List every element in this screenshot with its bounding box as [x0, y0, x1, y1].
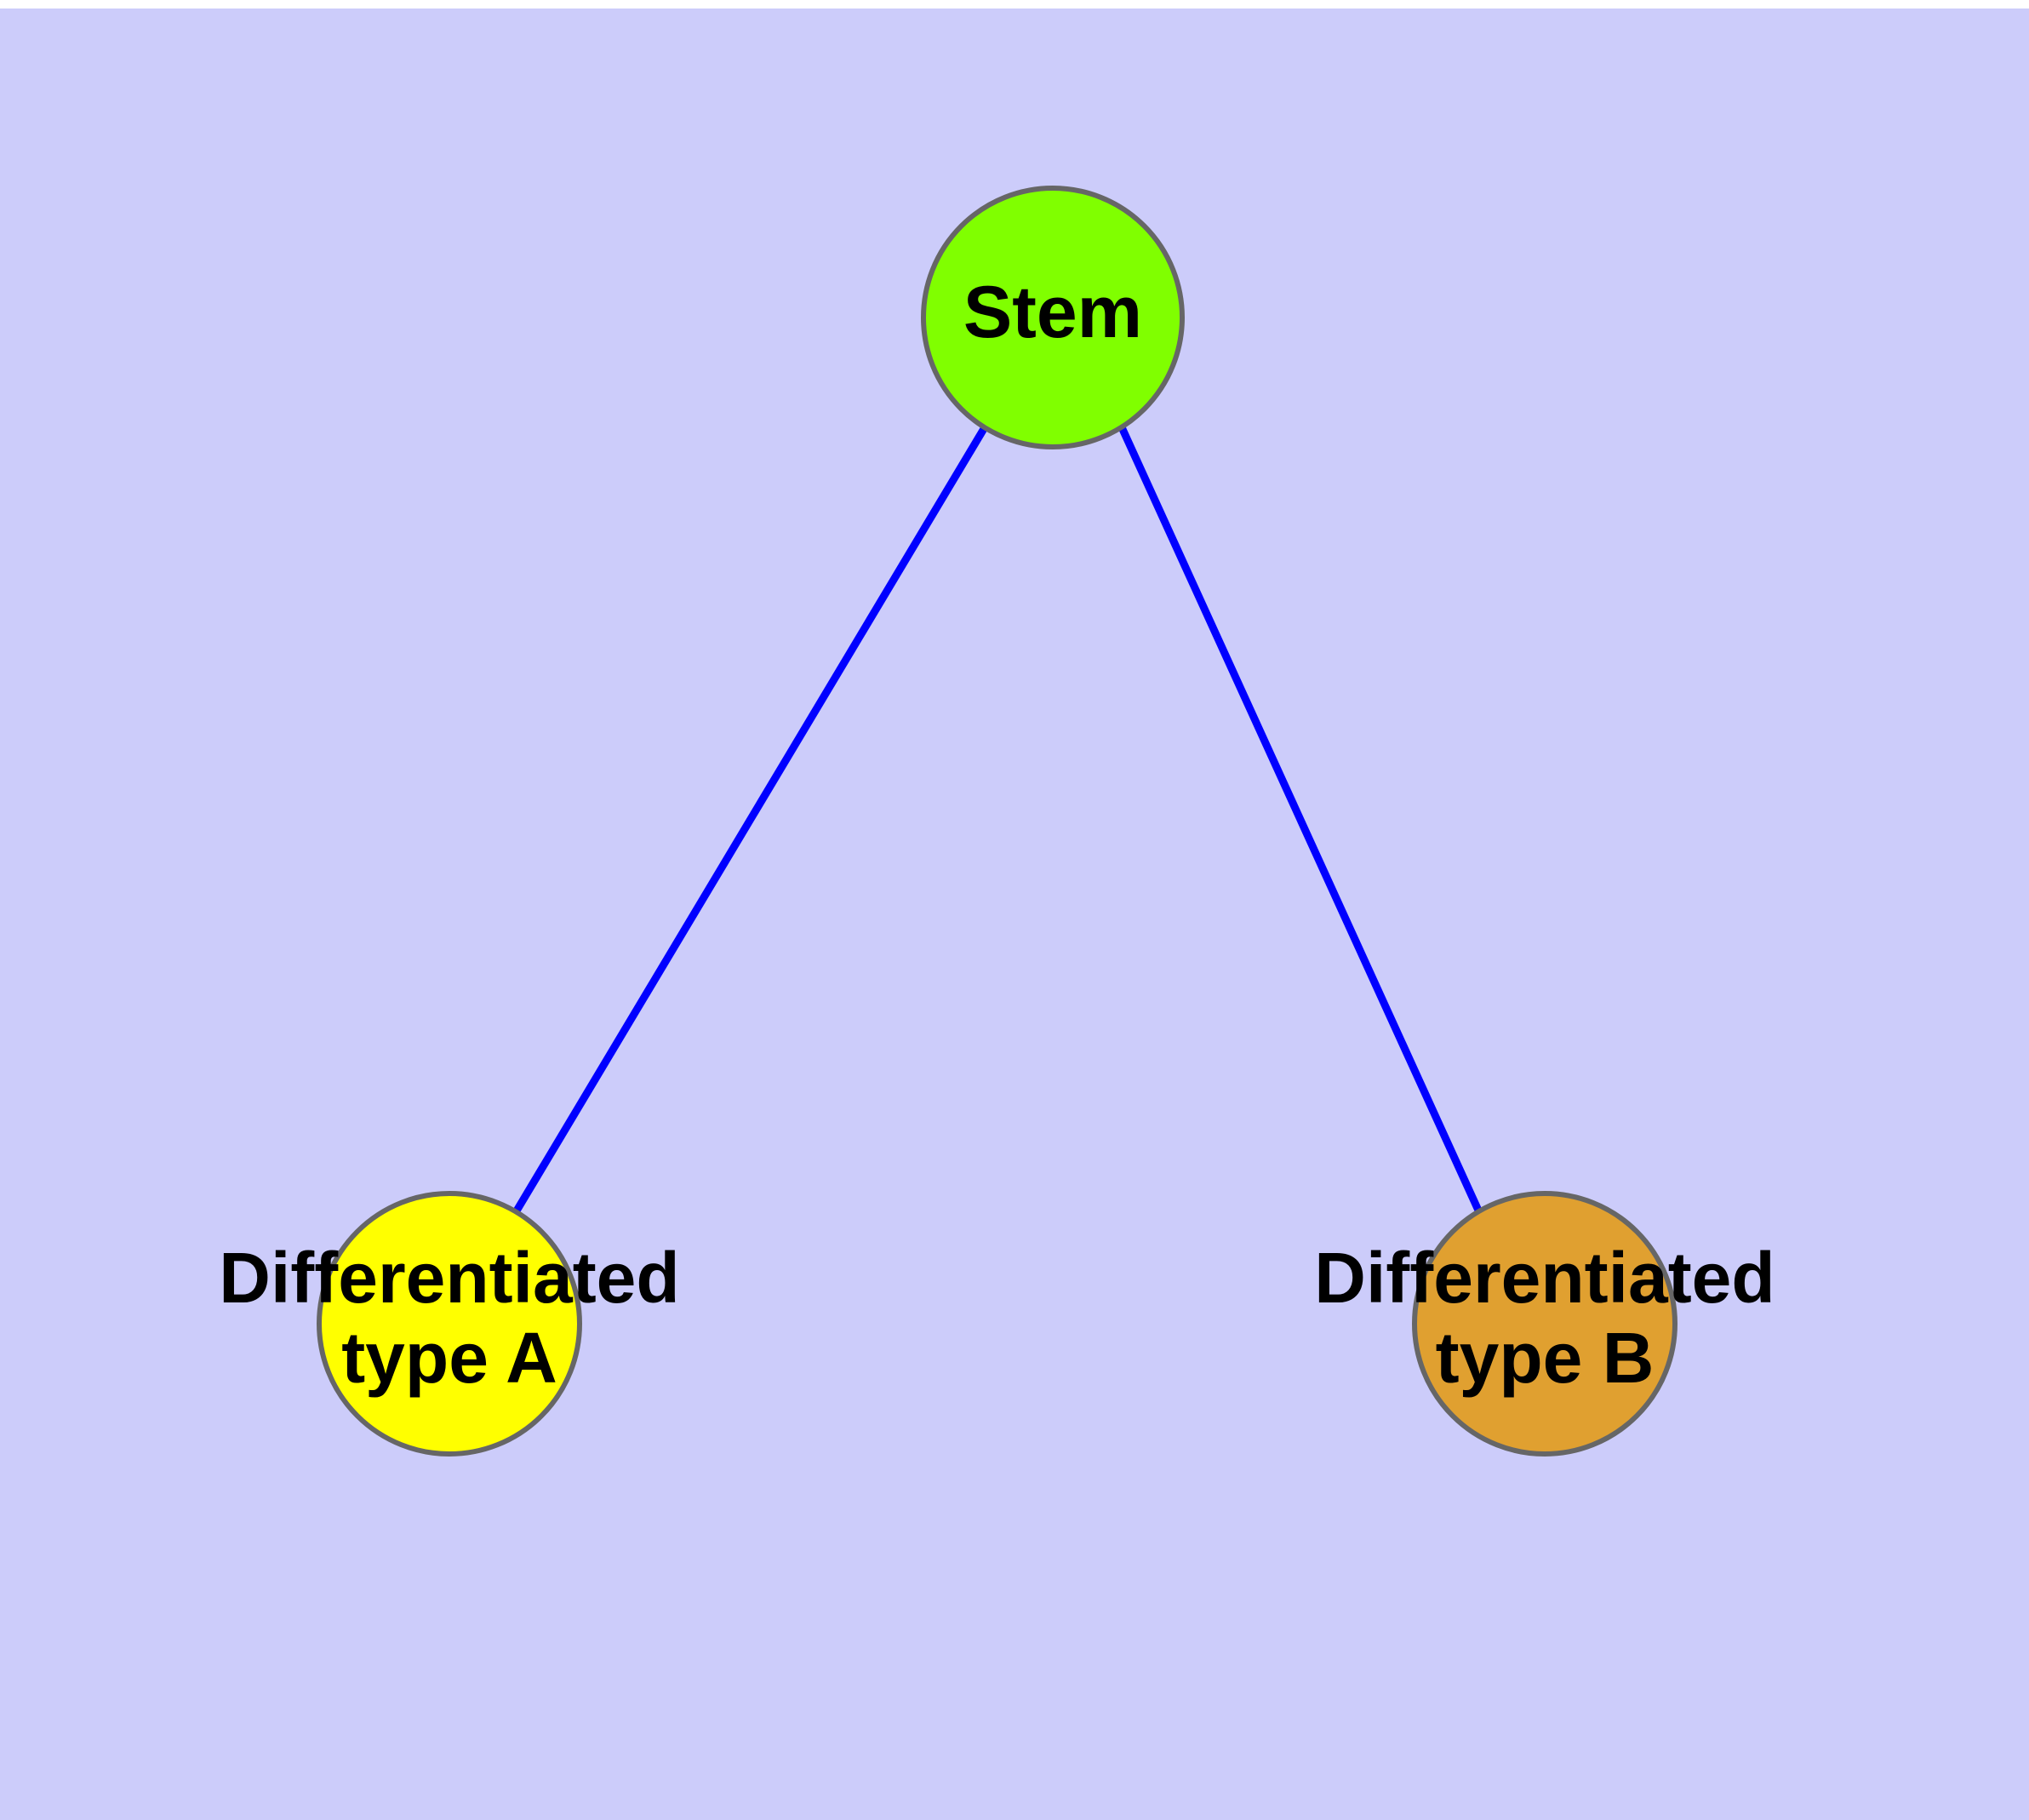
edges-group [512, 425, 1483, 1215]
graph-node-label-stem: Stem [963, 272, 1142, 353]
graph-edge-stem-diff_a [512, 425, 988, 1215]
graph-node-label-line: type A [341, 1318, 557, 1398]
graph-node-label-line: type B [1436, 1318, 1655, 1398]
graph-edge-stem-diff_b [1117, 426, 1483, 1214]
graph-node-label-line: Stem [963, 272, 1142, 353]
nodes-group [317, 186, 1677, 1457]
graph-node-diff_a[interactable] [317, 1191, 582, 1457]
graph-node-diff_b[interactable] [1412, 1191, 1677, 1457]
graph-node-stem[interactable] [921, 186, 1185, 449]
graph-node-label-line: Differentiated [219, 1238, 679, 1318]
graph-node-label-line: Differentiated [1314, 1238, 1775, 1318]
